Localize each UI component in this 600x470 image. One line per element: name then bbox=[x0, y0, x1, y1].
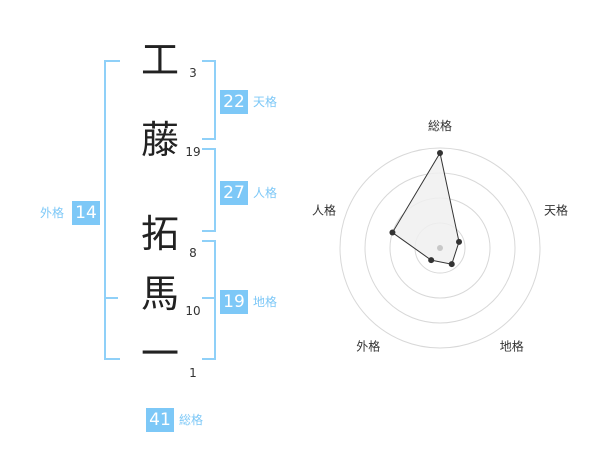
gaikaku-value: 14 bbox=[72, 201, 100, 225]
stroke-count-5: 1 bbox=[189, 366, 197, 380]
tenkaku-value: 22 bbox=[220, 90, 248, 114]
radar-ring-4 bbox=[339, 147, 541, 349]
radar-points bbox=[389, 150, 463, 268]
name-char-3: 拓 bbox=[140, 212, 179, 256]
radar-axis-label-2: 天格 bbox=[544, 202, 568, 217]
stroke-count-2: 19 bbox=[185, 145, 201, 159]
name-char-2: 藤 bbox=[140, 118, 179, 162]
tenkaku-bracket bbox=[202, 60, 216, 140]
soukaku-value: 41 bbox=[146, 408, 174, 432]
name-char-4: 馬 bbox=[140, 272, 179, 316]
radar-area bbox=[391, 151, 460, 265]
stroke-count-1: 3 bbox=[189, 66, 197, 80]
tenkaku-label: 天格 bbox=[253, 95, 278, 109]
radar-point-5 bbox=[389, 229, 396, 236]
jinkaku-value: 27 bbox=[220, 181, 248, 205]
gaikaku-bracket-divider bbox=[104, 297, 118, 299]
name-char-5: 一 bbox=[140, 332, 179, 376]
radar-axis-label-4: 外格 bbox=[356, 339, 380, 354]
soukaku-label: 総格 bbox=[179, 413, 204, 427]
chikaku-bracket-divider bbox=[202, 297, 216, 299]
name-char-1: 工 bbox=[140, 38, 179, 82]
chikaku-label: 地格 bbox=[253, 295, 278, 309]
stroke-count-3: 8 bbox=[189, 246, 197, 260]
gaikaku-label: 外格 bbox=[40, 206, 65, 220]
jinkaku-bracket bbox=[202, 148, 216, 232]
radar-point-4 bbox=[428, 257, 435, 264]
chikaku-value: 19 bbox=[220, 290, 248, 314]
radar-point-1 bbox=[437, 150, 443, 156]
radar-axis-label-3: 地格 bbox=[500, 339, 524, 354]
radar-center bbox=[437, 245, 443, 251]
chikaku-bracket bbox=[202, 240, 216, 360]
jinkaku-label: 人格 bbox=[253, 186, 278, 200]
radar-point-3 bbox=[448, 261, 455, 268]
stroke-count-4: 10 bbox=[185, 304, 201, 318]
gaikaku-bracket bbox=[104, 60, 120, 360]
radar-axis-label-5: 人格 bbox=[312, 202, 336, 217]
radar-point-2 bbox=[456, 238, 463, 245]
radar-axis-label-1: 総格 bbox=[428, 118, 452, 133]
